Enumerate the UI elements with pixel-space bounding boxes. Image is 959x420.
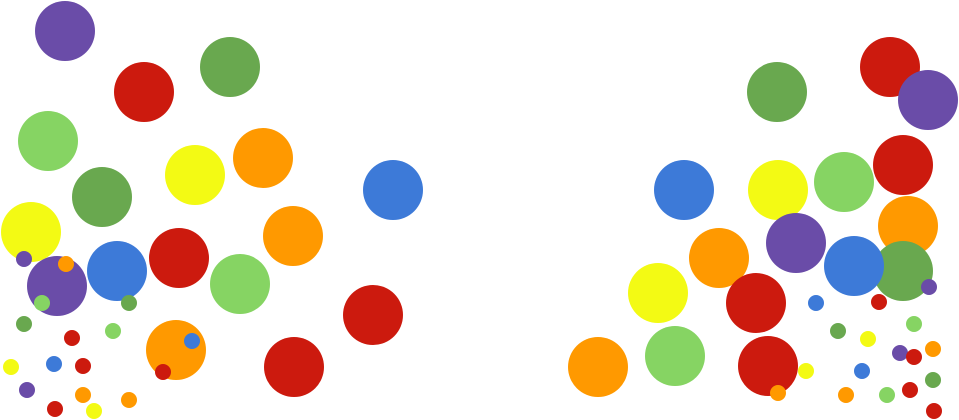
orange-ball[interactable] bbox=[568, 337, 628, 397]
yellow-ball[interactable] bbox=[860, 331, 876, 347]
purple-ball[interactable] bbox=[921, 279, 937, 295]
orange-ball[interactable] bbox=[58, 256, 74, 272]
lightgreen-ball[interactable] bbox=[18, 111, 78, 171]
red-ball[interactable] bbox=[926, 403, 942, 419]
green-ball[interactable] bbox=[200, 37, 260, 97]
blue-ball[interactable] bbox=[184, 333, 200, 349]
purple-ball[interactable] bbox=[766, 213, 826, 273]
red-ball[interactable] bbox=[75, 358, 91, 374]
red-ball[interactable] bbox=[264, 337, 324, 397]
green-ball[interactable] bbox=[72, 167, 132, 227]
blue-ball[interactable] bbox=[654, 160, 714, 220]
orange-ball[interactable] bbox=[770, 385, 786, 401]
purple-ball[interactable] bbox=[892, 345, 908, 361]
red-ball[interactable] bbox=[343, 285, 403, 345]
yellow-ball[interactable] bbox=[1, 202, 61, 262]
red-ball[interactable] bbox=[873, 135, 933, 195]
green-ball[interactable] bbox=[16, 316, 32, 332]
yellow-ball[interactable] bbox=[748, 160, 808, 220]
red-ball[interactable] bbox=[738, 336, 798, 396]
blue-ball[interactable] bbox=[363, 160, 423, 220]
orange-ball[interactable] bbox=[121, 392, 137, 408]
lightgreen-ball[interactable] bbox=[34, 295, 50, 311]
green-ball[interactable] bbox=[830, 323, 846, 339]
blue-ball[interactable] bbox=[808, 295, 824, 311]
blue-ball[interactable] bbox=[87, 241, 147, 301]
purple-ball[interactable] bbox=[19, 382, 35, 398]
red-ball[interactable] bbox=[114, 62, 174, 122]
lightgreen-ball[interactable] bbox=[210, 254, 270, 314]
orange-ball[interactable] bbox=[233, 128, 293, 188]
lightgreen-ball[interactable] bbox=[814, 152, 874, 212]
lightgreen-ball[interactable] bbox=[879, 387, 895, 403]
orange-ball[interactable] bbox=[925, 341, 941, 357]
green-ball[interactable] bbox=[925, 372, 941, 388]
red-ball[interactable] bbox=[902, 382, 918, 398]
lightgreen-ball[interactable] bbox=[105, 323, 121, 339]
blue-ball[interactable] bbox=[824, 236, 884, 296]
purple-ball[interactable] bbox=[16, 251, 32, 267]
purple-ball[interactable] bbox=[898, 70, 958, 130]
red-ball[interactable] bbox=[149, 228, 209, 288]
lightgreen-ball[interactable] bbox=[906, 316, 922, 332]
red-ball[interactable] bbox=[155, 364, 171, 380]
green-ball[interactable] bbox=[747, 62, 807, 122]
lightgreen-ball[interactable] bbox=[645, 326, 705, 386]
purple-ball[interactable] bbox=[35, 1, 95, 61]
red-ball[interactable] bbox=[871, 294, 887, 310]
orange-ball[interactable] bbox=[75, 387, 91, 403]
red-ball[interactable] bbox=[64, 330, 80, 346]
yellow-ball[interactable] bbox=[628, 263, 688, 323]
yellow-ball[interactable] bbox=[798, 363, 814, 379]
blue-ball[interactable] bbox=[46, 356, 62, 372]
green-ball[interactable] bbox=[121, 295, 137, 311]
orange-ball[interactable] bbox=[263, 206, 323, 266]
red-ball[interactable] bbox=[906, 349, 922, 365]
yellow-ball[interactable] bbox=[165, 145, 225, 205]
blue-ball[interactable] bbox=[854, 363, 870, 379]
yellow-ball[interactable] bbox=[86, 403, 102, 419]
orange-ball[interactable] bbox=[838, 387, 854, 403]
red-ball[interactable] bbox=[726, 273, 786, 333]
red-ball[interactable] bbox=[47, 401, 63, 417]
yellow-ball[interactable] bbox=[3, 359, 19, 375]
